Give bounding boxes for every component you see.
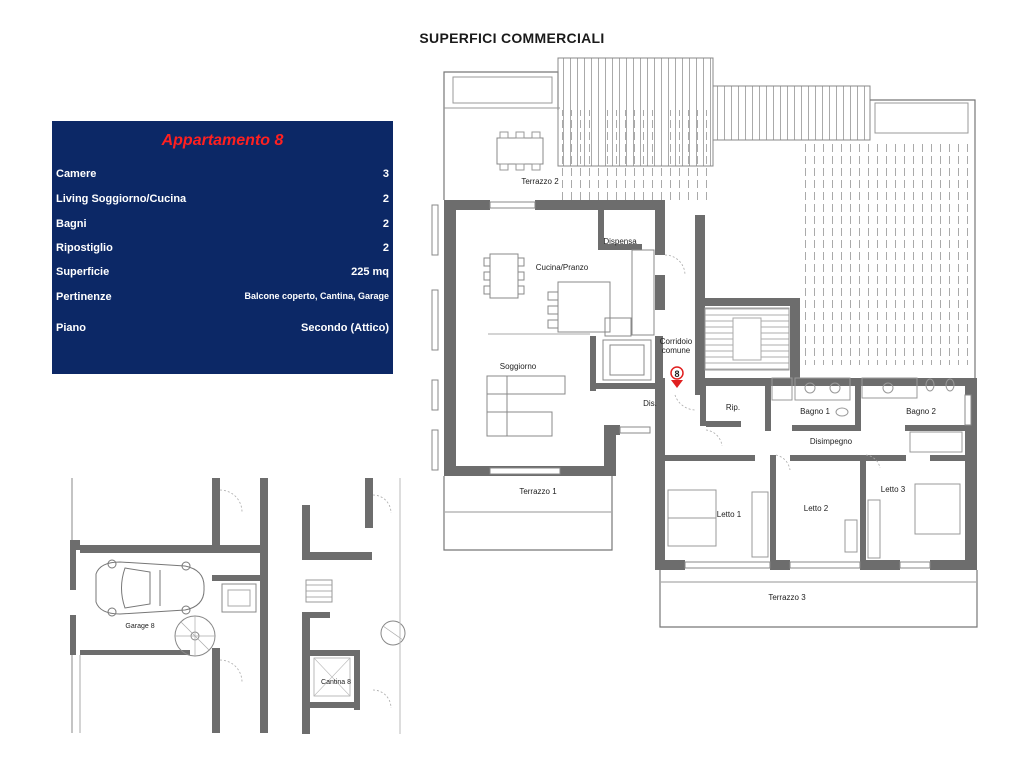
garage-plan: Garage 8 — [70, 478, 268, 733]
room-label-rip: Rip. — [726, 403, 740, 412]
page-title: SUPERFICI COMMERCIALI — [419, 30, 605, 46]
bathroom-fixtures — [771, 377, 963, 453]
spec-value: 3 — [382, 168, 389, 180]
terrace-table-icon — [496, 131, 544, 171]
room-label-dispensa: Dispensa — [603, 237, 637, 246]
roof-terrace-outlines — [443, 57, 976, 380]
room-label-cucina: Cucina/Pranzo — [536, 263, 589, 272]
spec-value: Balcone coperto, Cantina, Garage — [244, 291, 389, 301]
cantina-label: Cantina 8 — [321, 679, 351, 686]
spec-value: 2 — [382, 218, 389, 230]
spec-row-ripostiglio: Ripostiglio 2 — [56, 242, 389, 254]
entrance-number: 8 — [674, 369, 679, 379]
spec-row-piano: Piano Secondo (Attico) — [56, 322, 389, 334]
terrace-outlines — [443, 476, 978, 628]
living-furniture — [486, 339, 652, 437]
entrance-marker: 8 — [670, 366, 684, 388]
spec-value: Secondo (Attico) — [301, 322, 389, 334]
car-icon — [95, 559, 205, 617]
apartment-info-panel: Appartamento 8 Camere 3 Living Soggiorno… — [52, 121, 393, 374]
spec-value: 2 — [382, 242, 389, 254]
spec-label: Camere — [56, 168, 97, 180]
spec-label: Pertinenze — [56, 291, 112, 303]
spec-value: 225 mq — [351, 266, 389, 278]
spec-row-camere: Camere 3 — [56, 168, 389, 180]
room-label-disimpegno: Disimpegno — [810, 437, 853, 446]
room-label-bagno-1: Bagno 1 — [800, 407, 830, 416]
spec-row-superficie: Superficie 225 mq — [56, 266, 389, 278]
spec-label: Superficie — [56, 266, 110, 278]
cantina-plan: Cantina 8 — [302, 478, 406, 734]
room-label-letto-1: Letto 1 — [717, 510, 742, 519]
kitchen-furniture — [483, 249, 655, 337]
room-label-terrazzo-2: Terrazzo 2 — [521, 177, 559, 186]
spec-label: Bagni — [56, 218, 87, 230]
bedroom-furniture — [667, 483, 961, 559]
door-swings — [664, 254, 881, 471]
spec-row-living: Living Soggiorno/Cucina 2 — [56, 193, 389, 205]
room-label-terrazzo-1: Terrazzo 1 — [519, 487, 557, 496]
spec-label: Piano — [56, 322, 86, 334]
room-label-letto-2: Letto 2 — [804, 504, 829, 513]
spec-label: Living Soggiorno/Cucina — [56, 193, 187, 205]
room-label-dis: Dis. — [643, 399, 657, 408]
room-label-corridoio: Corridoio — [660, 337, 693, 346]
spec-row-bagni: Bagni 2 — [56, 218, 389, 230]
room-label-letto-3: Letto 3 — [881, 485, 906, 494]
garage-label: Garage 8 — [125, 623, 154, 630]
spec-label: Ripostiglio — [56, 242, 113, 254]
window-marks — [431, 201, 972, 569]
room-label-soggiorno: Soggiorno — [500, 362, 537, 371]
spec-value: 2 — [382, 193, 389, 205]
apartment-name: Appartamento 8 — [161, 132, 284, 149]
room-label-terrazzo-3: Terrazzo 3 — [768, 593, 806, 602]
spec-row-pertinenze: Pertinenze Balcone coperto, Cantina, Gar… — [56, 291, 389, 303]
room-label-corridoio-comune: comune — [662, 346, 691, 355]
room-label-bagno-2: Bagno 2 — [906, 407, 936, 416]
